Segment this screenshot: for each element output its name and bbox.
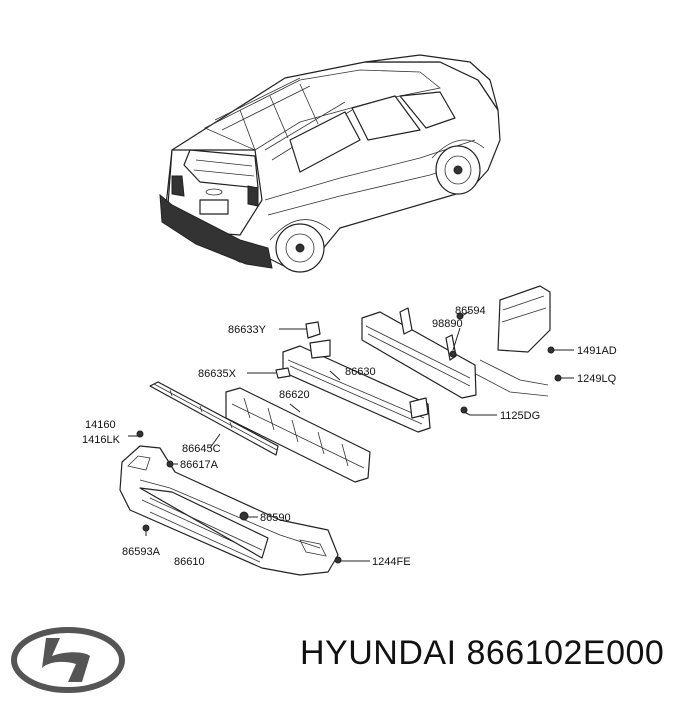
callout-86633y: 86633Y (228, 324, 267, 336)
callout-86593a: 86593A (122, 546, 161, 558)
callout-86620: 86620 (279, 389, 310, 401)
callout-86594: 86594 (455, 305, 486, 317)
hyundai-logo-icon (11, 627, 125, 693)
callout-1125dg: 1125DG (500, 410, 540, 422)
screw-1249lq-icon (554, 374, 562, 382)
clip-86593a-icon (142, 524, 150, 532)
callout-86590: 86590 (260, 512, 291, 524)
callout-14160: 14160 (85, 419, 116, 431)
bolt-1125dg-icon (460, 406, 468, 414)
callout-labels: 86594 98890 86633Y 1491AD 86635X 86630 1… (82, 305, 617, 568)
part-caption: HYUNDAI 866102E000 (300, 634, 665, 672)
vehicle-illustration (159, 54, 501, 273)
screw-14160-icon (136, 430, 144, 438)
clip-86617a-icon (166, 460, 174, 468)
callout-86645c: 86645C (182, 443, 221, 455)
bolt-98890-icon (449, 350, 457, 358)
callout-1491ad: 1491AD (577, 345, 617, 357)
bumper-upper-strip (149, 381, 279, 456)
rear-bumper-cover (119, 445, 339, 576)
callout-1416lk: 1416LK (82, 434, 121, 446)
callout-1244fe: 1244FE (372, 556, 411, 568)
callout-86635x: 86635X (198, 368, 237, 380)
bolt-1491ad-icon (547, 346, 555, 354)
clip-86590-icon (239, 511, 249, 521)
callout-1249lq: 1249LQ (577, 373, 617, 385)
bracket-86633y-icon (305, 321, 321, 339)
rear-bumper-beam (361, 307, 477, 399)
bracket-86635x-icon (275, 367, 291, 379)
callout-86617a: 86617A (180, 459, 219, 471)
leader-lines (128, 310, 574, 562)
screw-1244fe-icon (334, 556, 342, 564)
screw-86594-icon (456, 312, 464, 320)
bumper-reinforcement (282, 339, 431, 433)
callout-86610: 86610 (174, 556, 205, 568)
callout-98890: 98890 (432, 318, 463, 330)
callout-86630: 86630 (345, 366, 376, 378)
fender-fragment (471, 285, 551, 397)
fasteners (136, 312, 562, 564)
